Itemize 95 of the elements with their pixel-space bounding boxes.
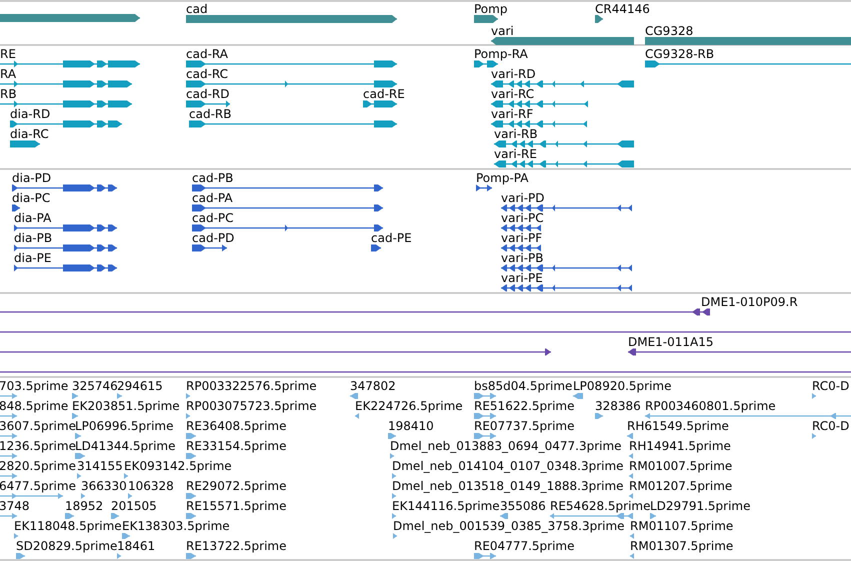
est-label: RE33154.5prime [186, 439, 286, 453]
est-label: 366330 [81, 479, 127, 493]
transcript-label: dia-RC [10, 127, 49, 141]
clone-label: DME1-011A15 [628, 335, 714, 349]
est-label: EK093142.5prime [124, 459, 232, 473]
est-label: EK118048.5prime [14, 519, 122, 533]
est-label: RC0-D [812, 419, 850, 433]
gene-label: CR44146 [595, 2, 650, 16]
transcript-label: RB [0, 87, 17, 101]
est-label: 1236.5prime [0, 439, 76, 453]
est-label: RP003075723.5prime [186, 399, 317, 413]
transcript-label: vari-RF [491, 107, 534, 121]
transcript-label: cad-RD [186, 87, 230, 101]
protein-label: vari-PB [501, 251, 544, 265]
est-label: RE13722.5prime [186, 539, 286, 553]
clone-label: DME1-010P09.R [701, 295, 798, 309]
est-label: RE04777.5prime [474, 539, 574, 553]
est-label: 848.5prime [0, 399, 68, 413]
est-label: 347802 [350, 379, 396, 393]
est-label: SD20829.5prime [16, 539, 118, 553]
est-label: 201505 [111, 499, 157, 513]
protein-label: vari-PE [501, 271, 543, 285]
est-label: 2820.5prime [0, 459, 76, 473]
est-label: 328386 [595, 399, 641, 413]
est-label: 18952 [65, 499, 104, 513]
est-label: bs85d04.5prime [474, 379, 572, 393]
est-label: RP003322576.5prime [186, 379, 317, 393]
est-label: RE51622.5prime [474, 399, 574, 413]
transcript-label: vari-RB [494, 127, 538, 141]
est-label: 3748 [0, 499, 30, 513]
protein-label: Pomp-PA [476, 171, 528, 185]
est-label: LP08920.5prime [573, 379, 672, 393]
est-label: RH14941.5prime [629, 439, 731, 453]
protein-label: dia-PE [14, 251, 52, 265]
est-label: RE29072.5prime [186, 479, 286, 493]
est-label: 198410 [388, 419, 434, 433]
est-label: RE07737.5prime [474, 419, 574, 433]
est-label: 314155 [77, 459, 123, 473]
protein-label: cad-PC [192, 211, 234, 225]
est-label: Dmel_neb_013518_0149_1888.3prime [392, 479, 624, 493]
transcript-label: RA [0, 67, 16, 81]
est-label: LP06996.5prime [75, 419, 174, 433]
est-label: RM01007.5prime [629, 459, 732, 473]
est-label: Dmel_neb_001539_0385_3758.3prime [393, 519, 625, 533]
est-label: 294615 [117, 379, 163, 393]
gene-label: Pomp [474, 2, 508, 16]
est-label: 355086 [500, 499, 546, 513]
protein-label: cad-PA [192, 191, 233, 205]
transcript-label: cad-RC [186, 67, 228, 81]
est-label: RE15571.5prime [186, 499, 286, 513]
est-label: EK138303.5prime [122, 519, 230, 533]
transcript-label: Pomp-RA [474, 47, 528, 61]
transcript-label: cad-RE [363, 87, 405, 101]
protein-label: dia-PD [12, 171, 52, 185]
est-label: EK144116.5prime [392, 499, 500, 513]
est-label: Dmel_neb_013883_0694_0477.3prime [390, 439, 622, 453]
gene-label: cad [186, 2, 208, 16]
transcript-label: cad-RB [189, 107, 232, 121]
gene-label: vari [491, 24, 514, 38]
transcript-label: vari-RE [494, 147, 537, 161]
protein-label: dia-PC [12, 191, 50, 205]
protein-label: vari-PF [501, 231, 542, 245]
est-label: 325746 [72, 379, 118, 393]
gene-label: CG9328 [645, 24, 694, 38]
est-label: 703.5prime [0, 379, 68, 393]
protein-label: vari-PC [501, 211, 544, 225]
protein-label: dia-PB [14, 231, 52, 245]
protein-label: cad-PD [192, 231, 234, 245]
transcript-label: RE [0, 47, 16, 61]
est-label: RM01207.5prime [629, 479, 732, 493]
transcript-label: cad-RA [186, 47, 228, 61]
est-label: 106328 [128, 479, 174, 493]
transcript-label: CG9328-RB [645, 47, 714, 61]
est-label: RH61549.5prime [627, 419, 729, 433]
protein-label: vari-PD [501, 191, 545, 205]
est-label: LD29791.5prime [650, 499, 751, 513]
est-label: RM01307.5prime [630, 539, 734, 553]
transcript-label: vari-RC [491, 87, 534, 101]
est-label: 6477.5prime [0, 479, 76, 493]
est-label: 3607.5prime [0, 419, 76, 433]
est-label: RP003460801.5prime [645, 399, 776, 413]
est-label: EK203851.5prime [72, 399, 180, 413]
protein-label: cad-PE [371, 231, 412, 245]
est-label: RE36408.5prime [186, 419, 286, 433]
est-label: LD41344.5prime [75, 439, 176, 453]
transcript-label: vari-RD [491, 67, 536, 81]
est-label: EK224726.5prime [355, 399, 463, 413]
protein-label: dia-PA [14, 211, 52, 225]
est-label: 18461 [117, 539, 156, 553]
est-label: RM01107.5prime [630, 519, 734, 533]
est-label: RE54628.5prime [550, 499, 650, 513]
est-label: Dmel_neb_014104_0107_0348.3prime [392, 459, 624, 473]
protein-label: cad-PB [192, 171, 234, 185]
est-label: RC0-D [812, 379, 850, 393]
transcript-label: dia-RD [10, 107, 50, 121]
